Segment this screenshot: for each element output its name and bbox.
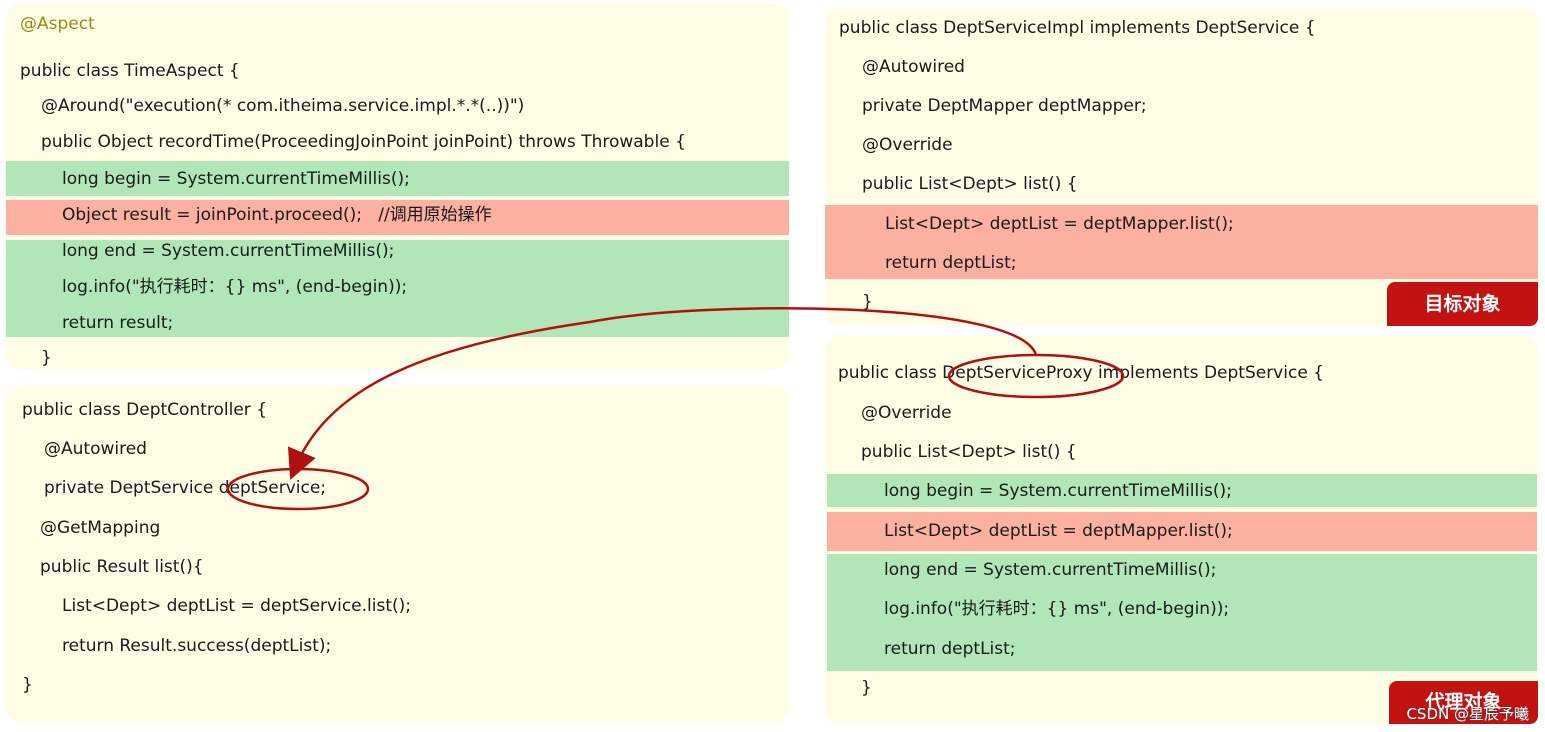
controller-code-panel: public class DeptController { @Autowired… [6,386,789,722]
code-line: @Around("execution(* com.itheima.service… [41,96,525,116]
injection-arrow [287,307,1038,480]
dept-service-field-ellipse [226,467,370,511]
code-line: public Object recordTime(ProceedingJoinP… [41,132,686,152]
highlight-after-advice [6,240,789,337]
impl-code-panel: public class DeptServiceImpl implements … [825,8,1538,326]
code-line: @Override [862,135,953,155]
code-line: @Autowired [862,57,965,77]
code-line: } [861,678,872,698]
code-line: log.info("执行耗时：{} ms", (end-begin)); [884,599,1230,619]
code-line: @GetMapping [40,518,161,538]
code-line: } [862,292,873,312]
code-line: return result; [62,313,174,333]
code-line: public class TimeAspect { [20,61,240,81]
code-line: public List<Dept> list() { [862,174,1078,194]
code-line: long end = System.currentTimeMillis(); [62,241,395,261]
code-line: log.info("执行耗时：{} ms", (end-begin)); [62,277,408,297]
code-line: long begin = System.currentTimeMillis(); [884,481,1232,501]
code-line: @Override [861,403,952,423]
code-line: return Result.success(deptList); [62,636,332,656]
proxy-code-panel: public class DeptServiceProxy implements… [825,336,1538,724]
code-line: public class DeptServiceImpl implements … [839,18,1316,38]
code-line: List<Dept> deptList = deptMapper.list(); [885,214,1234,234]
watermark: CSDN @星辰予曦 [1406,705,1529,723]
code-line: } [22,675,33,695]
highlight-target-method-body [825,205,1538,279]
code-line: long begin = System.currentTimeMillis(); [62,169,410,189]
highlight-proxy-target-call [827,512,1537,551]
code-line: @Autowired [44,439,147,459]
code-line: List<Dept> deptList = deptService.list()… [62,596,411,616]
code-line: return deptList; [885,253,1017,273]
highlight-proxy-after [827,554,1537,671]
code-line: long end = System.currentTimeMillis(); [884,560,1217,580]
code-line: private DeptService deptService; [44,478,327,498]
highlight-before-advice [6,161,789,196]
code-line: public class DeptController { [22,400,268,420]
highlight-original-call [6,200,789,235]
code-line: private DeptMapper deptMapper; [862,96,1147,116]
proxy-object-tag: 代理对象 [1389,681,1538,724]
code-line: public List<Dept> list() { [861,442,1077,462]
proxy-class-ellipse [947,353,1125,399]
highlight-proxy-before [827,474,1537,507]
code-line: @Aspect [20,14,95,34]
code-line: List<Dept> deptList = deptMapper.list(); [884,521,1233,541]
code-line: Object result = joinPoint.proceed(); //调… [62,205,492,225]
code-line: public Result list(){ [40,557,204,577]
target-object-tag: 目标对象 [1387,282,1538,326]
aspect-code-panel: @Aspect public class TimeAspect { @Aroun… [6,4,789,369]
code-line: return deptList; [884,639,1016,659]
code-line: } [41,348,52,368]
